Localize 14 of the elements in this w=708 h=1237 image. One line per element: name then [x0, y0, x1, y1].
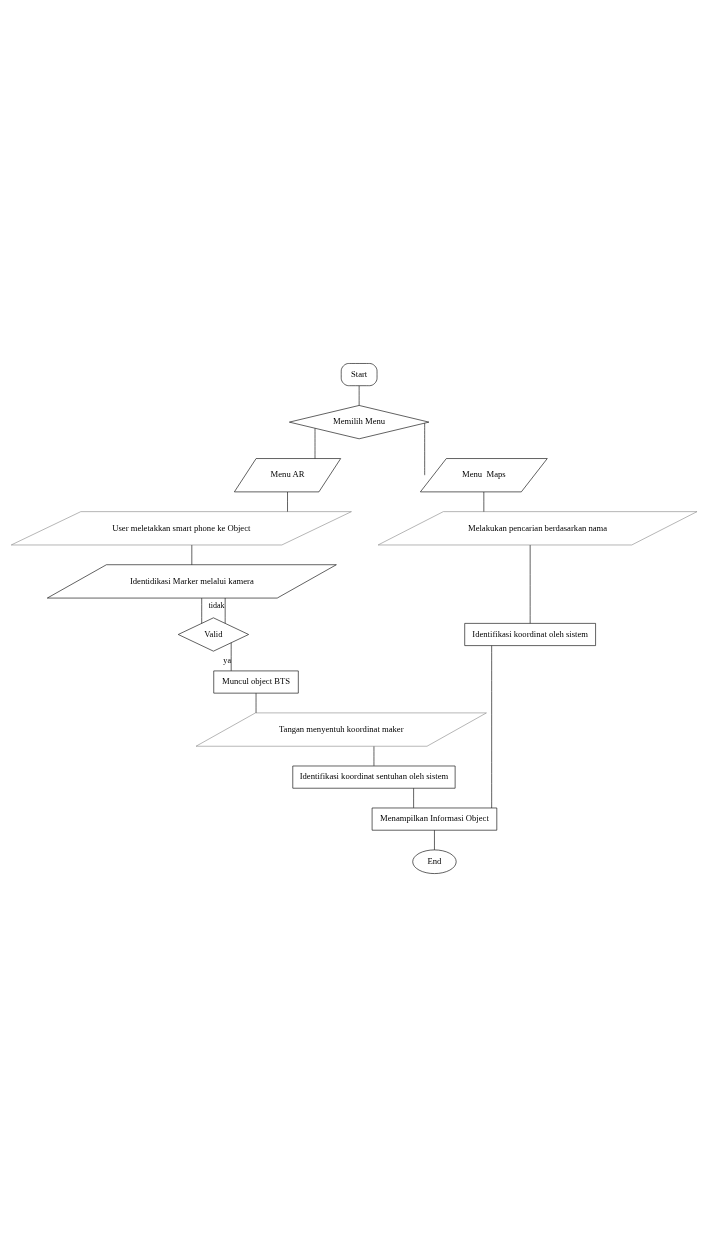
connector — [491, 645, 492, 809]
node-box: Menampilkan Informasi Object — [371, 807, 498, 831]
node-box: Identifikasi koordinat oleh sistem — [464, 623, 596, 646]
node-diamond: Memilih Menu — [289, 405, 430, 440]
connector — [434, 830, 435, 851]
node-box: Identifikasi koordinat sentuhan oleh sistem — [292, 765, 456, 789]
connector — [287, 491, 288, 512]
node-box: Muncul object BTS — [213, 670, 299, 694]
connector — [424, 422, 425, 476]
connector — [314, 428, 316, 459]
connector — [201, 597, 202, 624]
node-diamond: Valid — [177, 617, 249, 652]
node-ellipse: End — [412, 849, 457, 874]
node-box: Start — [340, 363, 378, 386]
